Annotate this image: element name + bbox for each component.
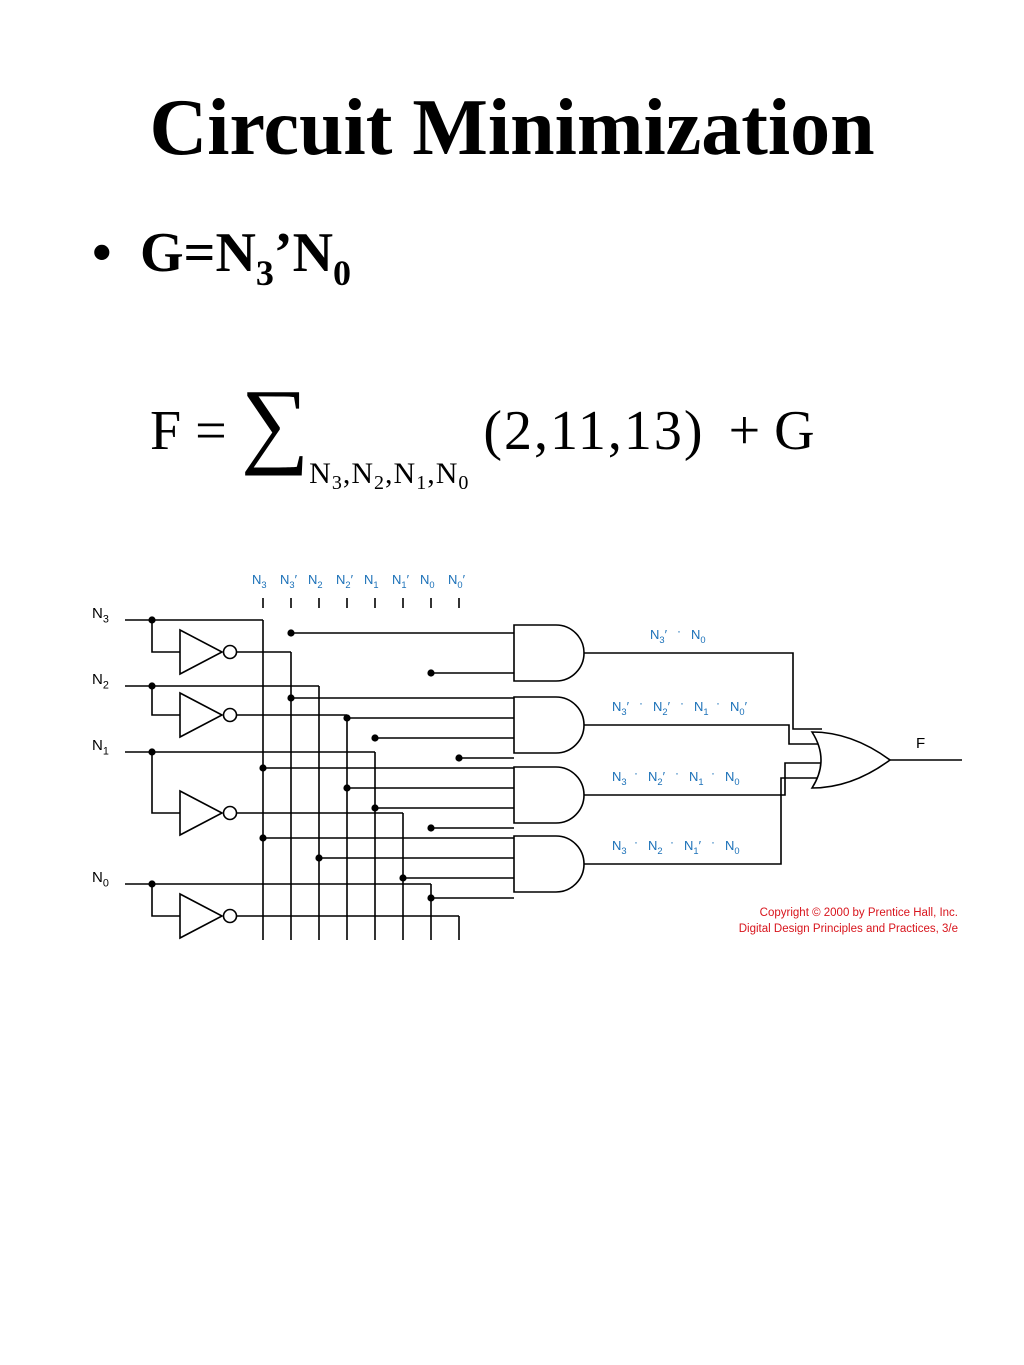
wire xyxy=(151,884,180,917)
term-dot: · xyxy=(716,696,720,710)
term-dot: · xyxy=(677,624,681,638)
or-gate xyxy=(810,731,892,789)
bus-label: N2 xyxy=(308,572,323,590)
copyright-line: Copyright © 2000 by Prentice Hall, Inc. xyxy=(760,907,958,919)
and-gate xyxy=(513,835,585,893)
wire-junction xyxy=(259,764,267,772)
inverter-gate xyxy=(179,789,224,837)
wire-junction xyxy=(343,714,351,722)
term-dot: · xyxy=(639,696,643,710)
input-label: N1 xyxy=(92,737,109,758)
copyright-line: Digital Design Principles and Practices,… xyxy=(739,923,958,935)
input-label: N0 xyxy=(92,869,109,890)
term-factor: N0′ xyxy=(730,699,748,717)
term-factor: N0 xyxy=(691,627,706,645)
bus-label: N0′ xyxy=(448,572,466,590)
term-factor: N1 xyxy=(694,699,709,717)
wire-junction xyxy=(343,784,351,792)
term-dot: · xyxy=(680,696,684,710)
wire-junction xyxy=(259,834,267,842)
and-gate xyxy=(513,766,585,824)
term-dot: · xyxy=(711,835,715,849)
inverter-bubble xyxy=(222,908,238,924)
inverter-gate xyxy=(179,892,224,940)
and-output-wire xyxy=(584,724,822,745)
bus-label: N1′ xyxy=(392,572,410,590)
formula-lhs: F = xyxy=(150,400,227,462)
term-dot: · xyxy=(675,766,679,780)
wire-junction xyxy=(287,629,295,637)
and-output-wire xyxy=(584,652,822,730)
bullet-sub-3: 3 xyxy=(255,253,274,293)
sum-formula: F = ∑N3,N2,N1,N0(2,11,13)+ G xyxy=(150,375,815,528)
wire-junction xyxy=(315,854,323,862)
wire-junction xyxy=(427,894,435,902)
term-factor: N0 xyxy=(725,769,740,787)
term-factor: N2 xyxy=(648,838,663,856)
term-factor: N2′ xyxy=(648,769,666,787)
term-dot: · xyxy=(711,766,715,780)
inverter-gate xyxy=(179,628,224,676)
sum-variables: N3,N2,N1,N0 xyxy=(309,457,470,494)
term-dot: · xyxy=(634,766,638,780)
inverter-bubble xyxy=(222,805,238,821)
wire-junction xyxy=(371,804,379,812)
wire xyxy=(151,752,180,814)
inverter-bubble xyxy=(222,644,238,660)
wire-junction xyxy=(371,734,379,742)
minterm-list: (2,11,13) xyxy=(483,400,705,462)
inverter-gate xyxy=(179,691,224,739)
bus-label: N3′ xyxy=(280,572,298,590)
and-output-wire xyxy=(584,762,822,796)
term-factor: N1′ xyxy=(684,838,702,856)
wire-junction xyxy=(399,874,407,882)
wire-junction xyxy=(427,669,435,677)
bus-label: N0 xyxy=(420,572,435,590)
and-gate xyxy=(513,696,585,754)
term-factor: N3′ xyxy=(650,627,668,645)
bus-label: N1 xyxy=(364,572,379,590)
slide-title: Circuit Minimization xyxy=(149,84,875,172)
bus-label: N3 xyxy=(252,572,267,590)
plus-g: + G xyxy=(728,400,815,462)
term-factor: N2′ xyxy=(653,699,671,717)
and-gate xyxy=(513,624,585,682)
wire xyxy=(151,620,180,653)
wire xyxy=(151,686,180,716)
and-output-wire xyxy=(584,777,822,865)
term-dot: · xyxy=(634,835,638,849)
term-factor: N0 xyxy=(725,838,740,856)
wire-junction xyxy=(287,694,295,702)
inverter-bubble xyxy=(222,707,238,723)
bullet-lhs: G=N xyxy=(140,222,256,284)
term-factor: N1 xyxy=(689,769,704,787)
sigma-symbol: ∑ xyxy=(240,369,310,476)
term-dot: · xyxy=(670,835,674,849)
output-label: F xyxy=(916,735,925,752)
term-factor: N3 xyxy=(612,838,627,856)
input-label: N3 xyxy=(92,605,109,626)
bullet-equation: • G=N3’N0 xyxy=(92,218,351,291)
wire-junction xyxy=(427,824,435,832)
bus-label: N2′ xyxy=(336,572,354,590)
term-factor: N3′ xyxy=(612,699,630,717)
input-label: N2 xyxy=(92,671,109,692)
bullet-marker: • xyxy=(92,222,112,284)
bullet-mid: ’N xyxy=(273,222,334,284)
wire-junction xyxy=(455,754,463,762)
bullet-sub-0: 0 xyxy=(333,253,352,293)
term-factor: N3 xyxy=(612,769,627,787)
